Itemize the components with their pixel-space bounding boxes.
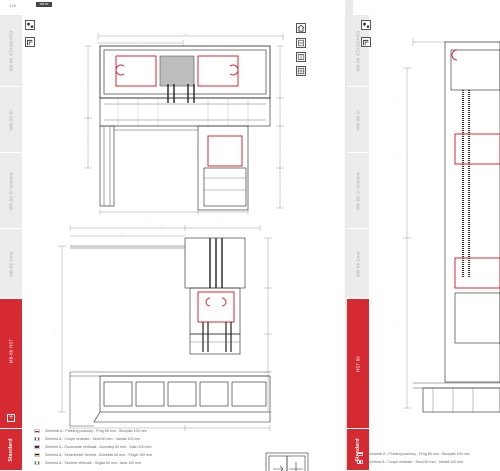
side-tab-strip: MB-86 STANDARD MB-86 SI MB-86 SI Window …	[0, 15, 22, 471]
legend-list-right: Schemat A - Przekrój poziomy - Próg 60 m…	[357, 450, 470, 466]
flag-pl-icon	[357, 452, 363, 456]
expand-plus-icon[interactable]: +	[7, 414, 15, 422]
svg-text:..: ..	[282, 185, 284, 189]
legend-row-pl: Schemat A - Przekrój poziomy - Próg 60 m…	[34, 427, 152, 435]
profile-section-icon-2[interactable]	[296, 52, 306, 62]
legend-row-fr-right: Schéma A - Coupe verticale - Seuil 60 mm…	[357, 458, 470, 466]
flag-gb-icon	[34, 445, 40, 449]
flag-de-icon	[34, 453, 40, 457]
legend-list: Schemat A - Przekrój poziomy - Próg 60 m…	[34, 427, 152, 467]
svg-text:..: ..	[282, 145, 284, 149]
corner-profile-icon[interactable]	[25, 37, 35, 47]
svg-text:...: ...	[130, 431, 133, 435]
side-tab-door[interactable]: MB-86 Door	[0, 229, 22, 299]
svg-text:..: ..	[80, 80, 82, 84]
svg-text:..: ..	[54, 329, 56, 333]
svg-text:..: ..	[270, 349, 272, 353]
svg-text:..: ..	[399, 97, 401, 101]
legend-row-pl-right: Schemat A - Przekrój poziomy - Próg 60 m…	[357, 450, 470, 458]
house-icon[interactable]	[296, 23, 306, 33]
snow-sun-icon[interactable]: ✱	[25, 20, 35, 30]
svg-text:...: ...	[160, 223, 163, 227]
flag-it-icon	[34, 461, 40, 465]
page-mark: MB-86	[36, 2, 52, 7]
side-tab-door-right[interactable]: MB-86 Door	[347, 229, 369, 299]
vertical-section-drawing-right: .. .. ..	[393, 28, 500, 418]
svg-text:...: ...	[178, 31, 181, 35]
right-page: MB-86 STANDARD MB-86 SI MB-86 SI Window …	[347, 0, 500, 471]
page-number: 178	[9, 3, 16, 8]
side-tab-standard[interactable]: Standard	[0, 429, 22, 471]
side-tab-standard-series-right[interactable]: MB-86 STANDARD	[347, 15, 369, 87]
svg-text:..: ..	[270, 389, 272, 393]
profile-section-icon-1[interactable]	[296, 38, 306, 48]
svg-text:...: ...	[184, 32, 187, 36]
svg-text:..: ..	[282, 110, 284, 114]
side-tab-si[interactable]: MB-86 SI	[0, 87, 22, 153]
side-tab-hst-right[interactable]: HST 60	[347, 299, 369, 429]
svg-text:✱: ✱	[26, 22, 30, 28]
legend-row-en: Scheme A - Doorsnede verticaal - Doorste…	[34, 443, 152, 451]
legend-row-de: Schema A - Senkrechter Schnitt - Schwell…	[34, 451, 152, 459]
legend-row-fr: Schéma A - Coupe verticale - Seuil 60 mm…	[34, 435, 152, 443]
svg-text:..: ..	[80, 140, 82, 144]
svg-text:...: ...	[138, 38, 141, 42]
svg-text:..: ..	[270, 309, 272, 313]
sash-pair-thumbnail	[263, 452, 309, 471]
side-tab-standard-series[interactable]: MB-86 STANDARD	[0, 15, 22, 87]
svg-text:..: ..	[399, 155, 401, 159]
side-tab-strip-right: MB-86 STANDARD MB-86 SI MB-86 SI Window …	[347, 15, 369, 471]
flag-fr-icon	[34, 437, 40, 441]
left-page: 178 MB-86 MB-86 STANDARD MB-86 SI MB-86 …	[0, 2, 309, 471]
side-tab-si-right[interactable]: MB-86 SI	[347, 87, 369, 153]
flag-pl-icon	[34, 429, 40, 433]
svg-text:..: ..	[220, 215, 222, 218]
svg-text:...: ...	[148, 215, 151, 218]
svg-text:..: ..	[270, 259, 272, 263]
flag-fr-icon	[357, 460, 363, 464]
snow-sun-icon-right[interactable]: ✱	[361, 20, 371, 30]
corner-profile-icon-right[interactable]	[361, 37, 371, 47]
profile-section-icon-3[interactable]	[296, 66, 306, 76]
legend-row-it: Schema A - Sezione verticale - Soglia 60…	[34, 459, 152, 467]
side-tab-si-window-right[interactable]: MB-86 SI Window	[347, 153, 369, 229]
svg-text:..: ..	[282, 70, 284, 74]
vertical-section-drawing: ... ... .. .. .. .. .. ...	[40, 222, 290, 437]
svg-text:...: ...	[120, 231, 123, 235]
side-tab-si-window[interactable]: MB-86 SI Window	[0, 153, 22, 229]
svg-text:✱: ✱	[362, 22, 366, 28]
svg-text:..: ..	[399, 325, 401, 329]
horizontal-section-drawing: ...	[58, 28, 298, 218]
side-tab-hst[interactable]: MB-86 HST+	[0, 299, 22, 429]
